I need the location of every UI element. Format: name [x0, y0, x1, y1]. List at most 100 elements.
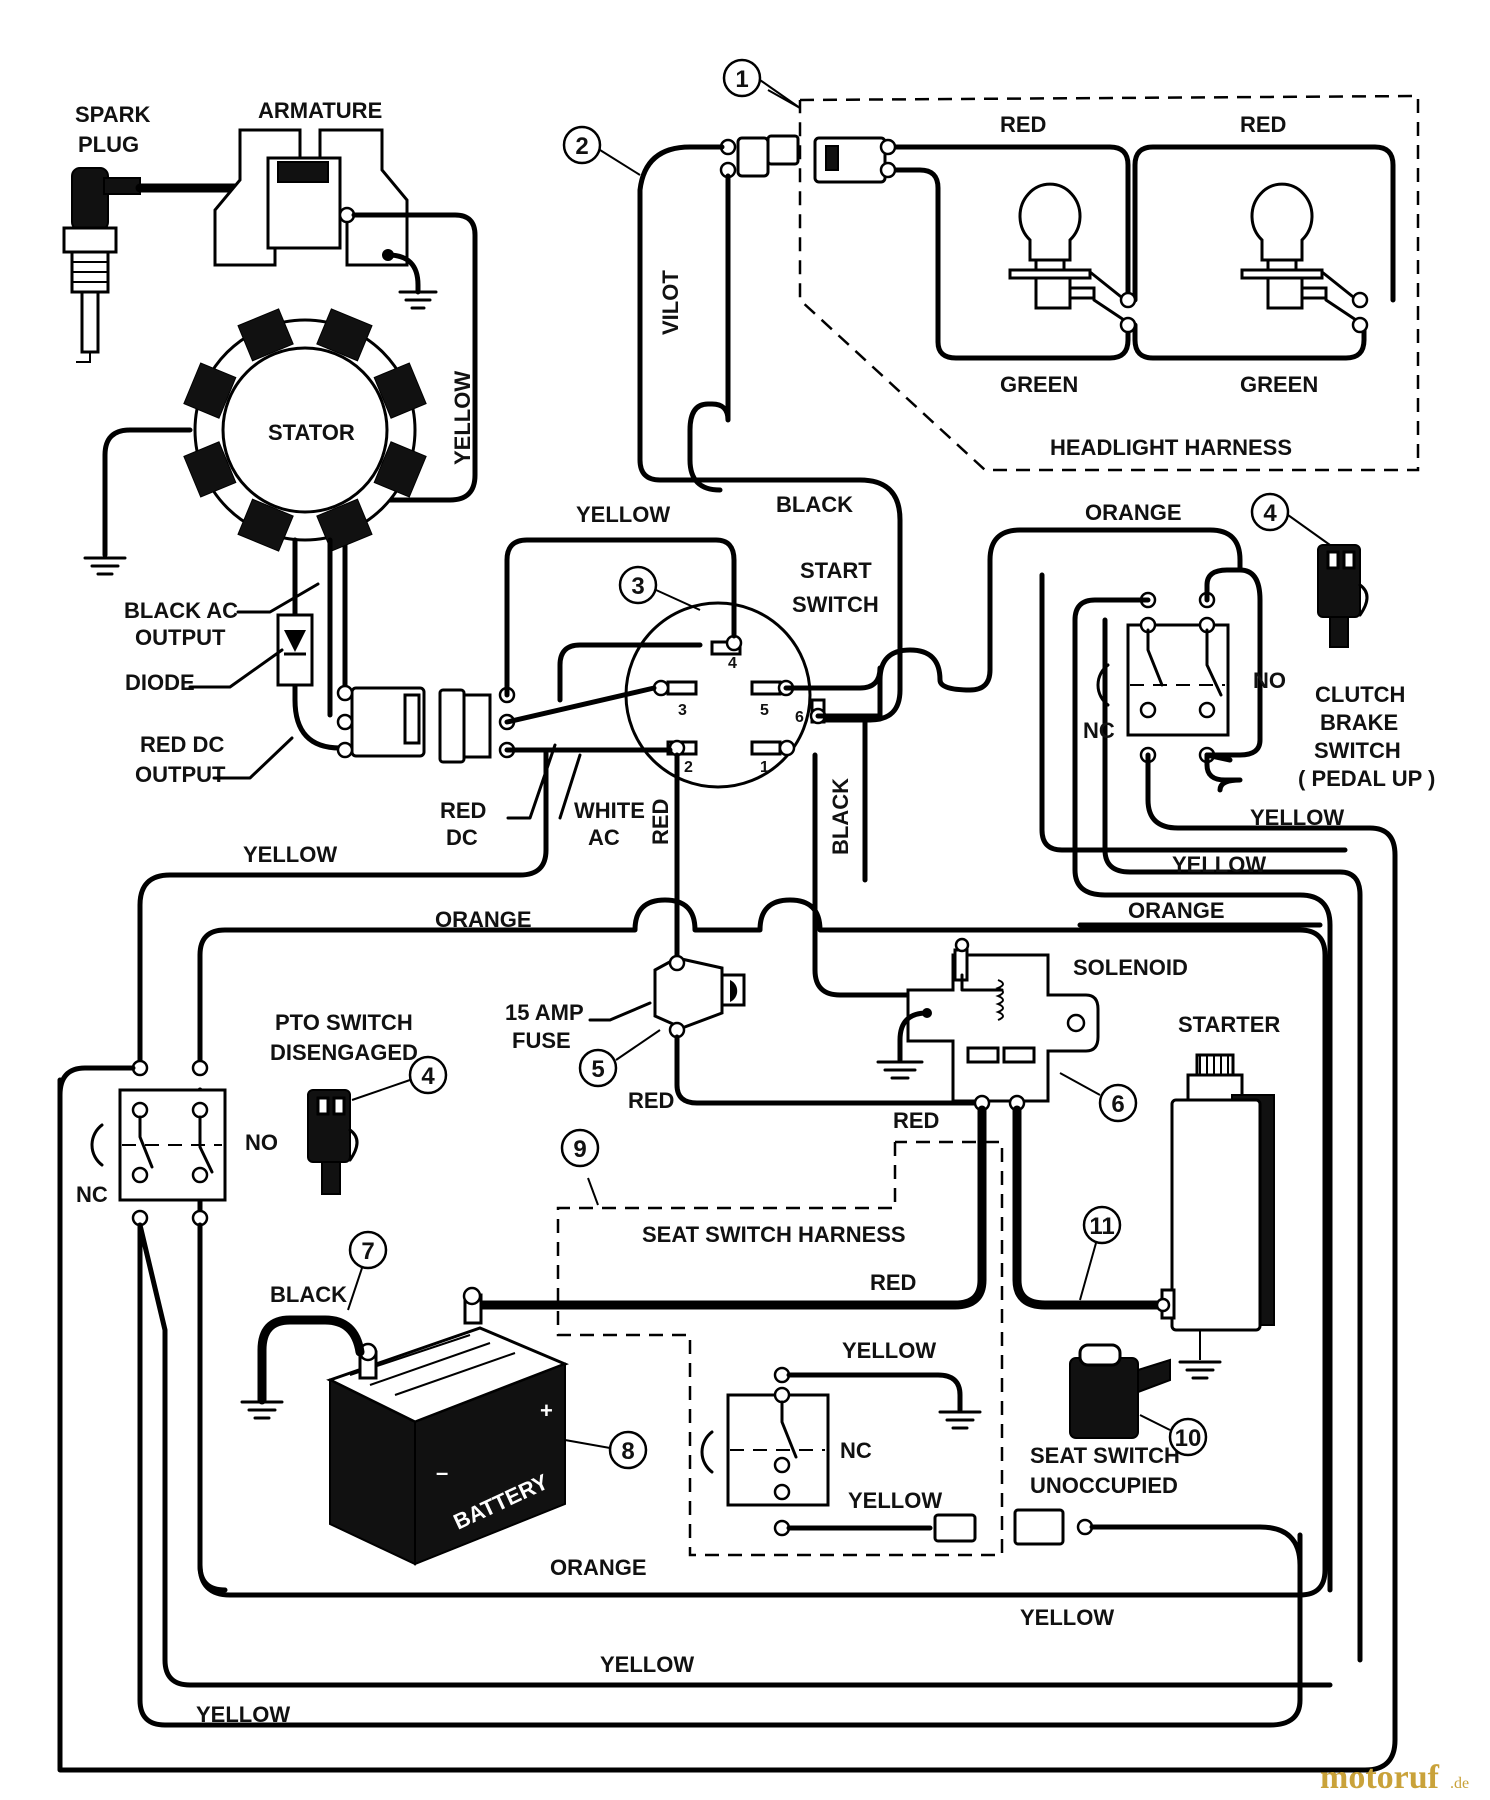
ground-symbol [876, 1060, 924, 1080]
clutch-switch-part [1317, 544, 1369, 648]
red-top-label-2: RED [1240, 112, 1286, 137]
svg-text:8: 8 [621, 1438, 634, 1465]
svg-text:1: 1 [735, 66, 748, 93]
seat-switch-label-2: UNOCCUPIED [1030, 1473, 1178, 1498]
yellow-clutch-label-2: YELLOW [1172, 852, 1266, 877]
stator-pole [237, 498, 294, 552]
clutch-brake-switch [1096, 591, 1230, 764]
red-dc-label-1: RED [440, 798, 486, 823]
no-pto-label: NO [245, 1130, 278, 1155]
spark-plug-label-1: SPARK [75, 102, 150, 127]
black-battery-label: BLACK [270, 1282, 347, 1307]
wire-green-headlight-2 [1132, 322, 1367, 361]
yellow-bottom-label-3: YELLOW [196, 1702, 290, 1727]
green-label-1: GREEN [1000, 372, 1078, 397]
leader-lines [188, 582, 652, 1022]
ground-symbol [83, 556, 127, 576]
red-battery-label: RED [870, 1270, 916, 1295]
green-label-2: GREEN [1240, 372, 1318, 397]
callout-10: 10 [1168, 1417, 1208, 1457]
headlight-bulb-1 [1008, 182, 1127, 322]
wire-clutch-left [1039, 572, 1348, 853]
pin-3-label: 3 [678, 702, 687, 719]
callout-2: 2 [562, 125, 602, 165]
seat-switch-harness-boundary [556, 1140, 1004, 1557]
battery-minus: – [436, 1460, 448, 1485]
ground-symbol [1178, 1360, 1222, 1380]
seat-switch-internal [700, 1366, 830, 1537]
watermark-suffix: .de [1450, 1775, 1469, 1792]
stator [183, 308, 427, 552]
svg-text:5: 5 [591, 1056, 604, 1083]
stator-label: STATOR [268, 420, 355, 445]
wire-yellow-left [137, 747, 549, 1065]
wire-red-battery [470, 1105, 987, 1310]
starter-label: STARTER [1178, 1012, 1280, 1037]
wire-armature-ground [385, 252, 421, 295]
callout-1: 1 [722, 58, 762, 98]
callout-5: 5 [578, 1048, 618, 1088]
start-switch-label-1: START [800, 558, 872, 583]
fuse [653, 954, 746, 1039]
wire-clutch-yellow-3 [1204, 567, 1263, 758]
red-dc-label-2: DC [446, 825, 478, 850]
wire-black-start [783, 665, 883, 691]
ground-symbol [240, 1400, 284, 1420]
orange-bottom-label: ORANGE [550, 1555, 647, 1580]
wire-pto-yellow-1 [137, 1222, 1303, 1728]
wire-stator-ground [102, 427, 193, 558]
red-vertical-label: RED [648, 799, 673, 845]
wire-seat-yellow-out [1089, 1524, 1303, 1568]
wire-starter [1012, 1105, 1165, 1310]
callout-4a: 4 [1250, 492, 1290, 532]
stator-pole [237, 308, 294, 362]
white-ac-label-1: WHITE [574, 798, 645, 823]
pin-2-label: 2 [684, 759, 693, 776]
battery [326, 1286, 569, 1566]
text-labels: SPARK PLUG ARMATURE STATOR YELLOW BLACK … [75, 98, 1435, 1727]
clutch-label-1: CLUTCH [1315, 682, 1405, 707]
seat-connector [933, 1508, 1094, 1546]
headlight-harness-label: HEADLIGHT HARNESS [1050, 435, 1292, 460]
yellow-bottom-label-2: YELLOW [600, 1652, 694, 1677]
pto-switch-part [307, 1089, 359, 1195]
wire-orange-left [862, 717, 1323, 928]
black-ac-output-label-2: OUTPUT [135, 625, 226, 650]
yellow-left-label: YELLOW [243, 842, 337, 867]
wire-red-headlight-2 [1132, 144, 1396, 303]
svg-text:4: 4 [421, 1063, 435, 1090]
svg-text:4: 4 [1263, 500, 1277, 527]
solenoid [906, 937, 1100, 1103]
wire-clutch-yellow-1 [57, 752, 1398, 1773]
wire-black-headlight [687, 173, 731, 493]
nc-pto-label: NC [76, 1182, 108, 1207]
stator-pole [183, 441, 237, 498]
black-ac-output-label-1: BLACK AC [124, 598, 238, 623]
clutch-label-4: ( PEDAL UP ) [1298, 766, 1435, 791]
svg-text:7: 7 [361, 1238, 374, 1265]
stator-pole [373, 441, 427, 498]
nc-clutch-label: NC [1083, 718, 1115, 743]
yellow-clutch-label-1: YELLOW [1250, 805, 1344, 830]
callout-3: 3 [618, 565, 658, 605]
wire-seat-yellow-ground [786, 1372, 963, 1413]
svg-text:3: 3 [631, 573, 644, 600]
clutch-label-2: BRAKE [1320, 710, 1398, 735]
callout-9: 9 [560, 1128, 600, 1168]
wire-orange-mid [197, 897, 1328, 1598]
wire-pto-yellow-2 [137, 1222, 1333, 1688]
start-switch [624, 601, 827, 789]
pto-label-2: DISENGAGED [270, 1040, 418, 1065]
nc-seat-label: NC [840, 1438, 872, 1463]
start-switch-label-2: SWITCH [792, 592, 879, 617]
orange-right-label: ORANGE [1128, 898, 1225, 923]
battery-plus: + [540, 1398, 553, 1423]
wire-black-battery-ground [257, 1315, 365, 1405]
diode-label: DIODE [125, 670, 195, 695]
yellow-stator-label: YELLOW [450, 371, 475, 465]
wire-orange-start [815, 527, 1243, 719]
spark-plug [62, 167, 141, 363]
wire-red-fuse-solenoid [674, 1034, 978, 1106]
pin-6-label: 6 [795, 709, 804, 726]
